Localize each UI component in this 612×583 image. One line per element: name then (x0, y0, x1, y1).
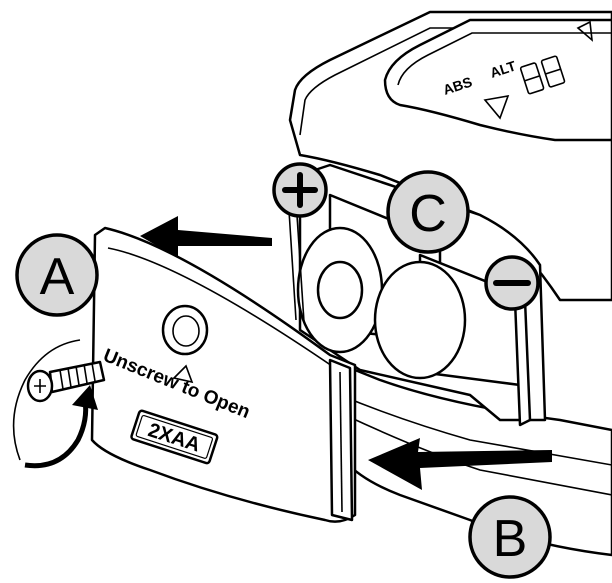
callout-a-label: A (40, 248, 75, 306)
digit-display (519, 55, 566, 95)
arrow-remove-cover (140, 216, 272, 258)
up-triangle-icon (576, 20, 594, 42)
screw (12, 339, 106, 469)
down-triangle-icon (483, 94, 510, 120)
alt-label: ALT (488, 57, 518, 80)
positive-terminal-icon (272, 162, 328, 218)
screw-circle (12, 339, 81, 461)
lcd-display: ABS ALT (383, 18, 612, 142)
arrow-insert-direction (368, 438, 552, 490)
contact-left (287, 194, 297, 321)
rotation-arrow (24, 399, 89, 469)
triangle-marker-icon (172, 364, 194, 384)
callout-c: C (386, 170, 470, 254)
callout-b: B (468, 495, 552, 579)
negative-terminal-icon (484, 255, 540, 311)
contact-left-inner (295, 199, 305, 323)
callout-c-label: C (409, 185, 447, 243)
screw-hole (161, 304, 209, 356)
callout-a: A (15, 233, 99, 317)
callout-b-label: B (493, 510, 528, 568)
battery-cover: Unscrew to Open 2XAA (90, 226, 357, 523)
